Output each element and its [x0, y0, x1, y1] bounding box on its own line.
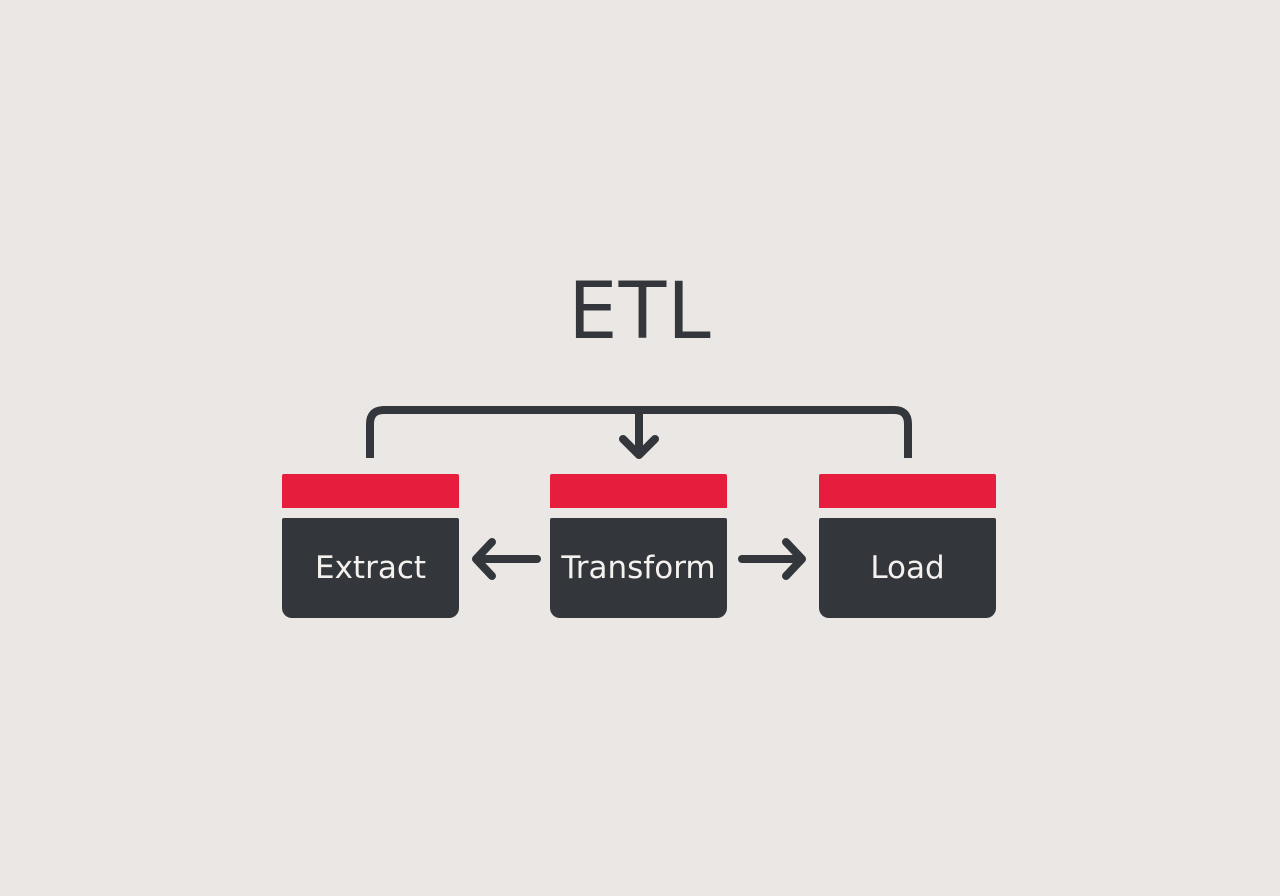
stage-transform-body: Transform — [550, 518, 727, 618]
arrow-transform-to-extract — [472, 538, 541, 580]
stage-load-label: Load — [870, 550, 945, 586]
stage-extract: Extract — [282, 474, 459, 618]
diagram-title: ETL — [568, 267, 712, 357]
stage-transform: Transform — [550, 474, 727, 618]
stage-load: Load — [819, 474, 996, 618]
stage-load-header — [819, 474, 996, 508]
stage-extract-label: Extract — [314, 550, 427, 586]
arrow-transform-to-load — [738, 538, 806, 580]
stage-extract-body: Extract — [282, 518, 459, 618]
arrow-down-to-transform — [619, 406, 659, 459]
stage-extract-header — [282, 474, 459, 508]
stage-transform-header — [550, 474, 727, 508]
stage-load-body: Load — [819, 518, 996, 618]
stage-transform-label: Transform — [561, 550, 716, 586]
